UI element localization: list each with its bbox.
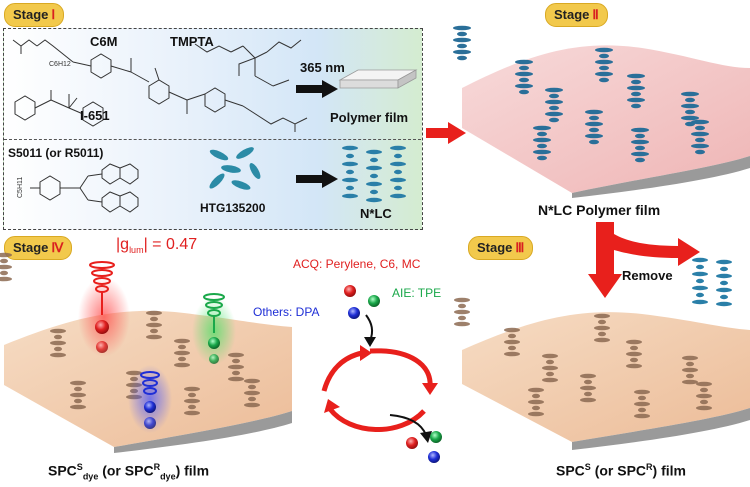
arrow-stage2-to-3 [588,222,700,298]
c6m-label: C6M [90,34,118,49]
stage-4-film [0,252,292,453]
i651-label: I-651 [80,108,110,123]
stage-2-caption: N*LC Polymer film [538,202,661,218]
aie-label: AIE: TPE [392,286,442,300]
tmpta-label: TMPTA [170,34,214,49]
monomer-structures: C6H12 [12,39,308,132]
htg-label: HTG135200 [200,201,266,215]
others-label: Others: DPA [253,305,320,319]
chiral-dopant-label: S5011 (or R5011) [8,146,104,160]
polymer-film-label: Polymer film [330,110,409,125]
uv-wavelength-label: 365 nm [300,60,345,75]
htg-molecules-icon [209,147,261,190]
alkyl-chain-label: C6H12 [49,61,71,68]
polymer-film-icon [338,69,418,89]
stage-3-film [454,297,750,450]
chiral-dopant-structure: C5H11 [17,163,139,213]
nlc-label: N*LC [360,206,392,221]
arrow-stage1-to-2 [426,122,466,144]
stage-4-caption: SPCSdye (or SPCRdye) film [48,462,210,482]
remove-label: Remove [622,268,673,283]
stage-2-film [453,25,750,198]
nlc-helices-icon [342,145,406,203]
acq-label: ACQ: Perylene, C6, MC [293,257,421,271]
arrow-right-top [296,80,338,98]
alkyl-label: C5H11 [17,177,24,198]
removed-helices-icon [692,257,732,307]
dye-cycle-diagram [321,285,442,463]
glum-value-label: |glum| = 0.47 [116,236,198,256]
arrow-right-bottom [296,170,338,188]
panel-divider [4,139,421,140]
stage-3-caption: SPCS (or SPCR) film [556,462,686,479]
